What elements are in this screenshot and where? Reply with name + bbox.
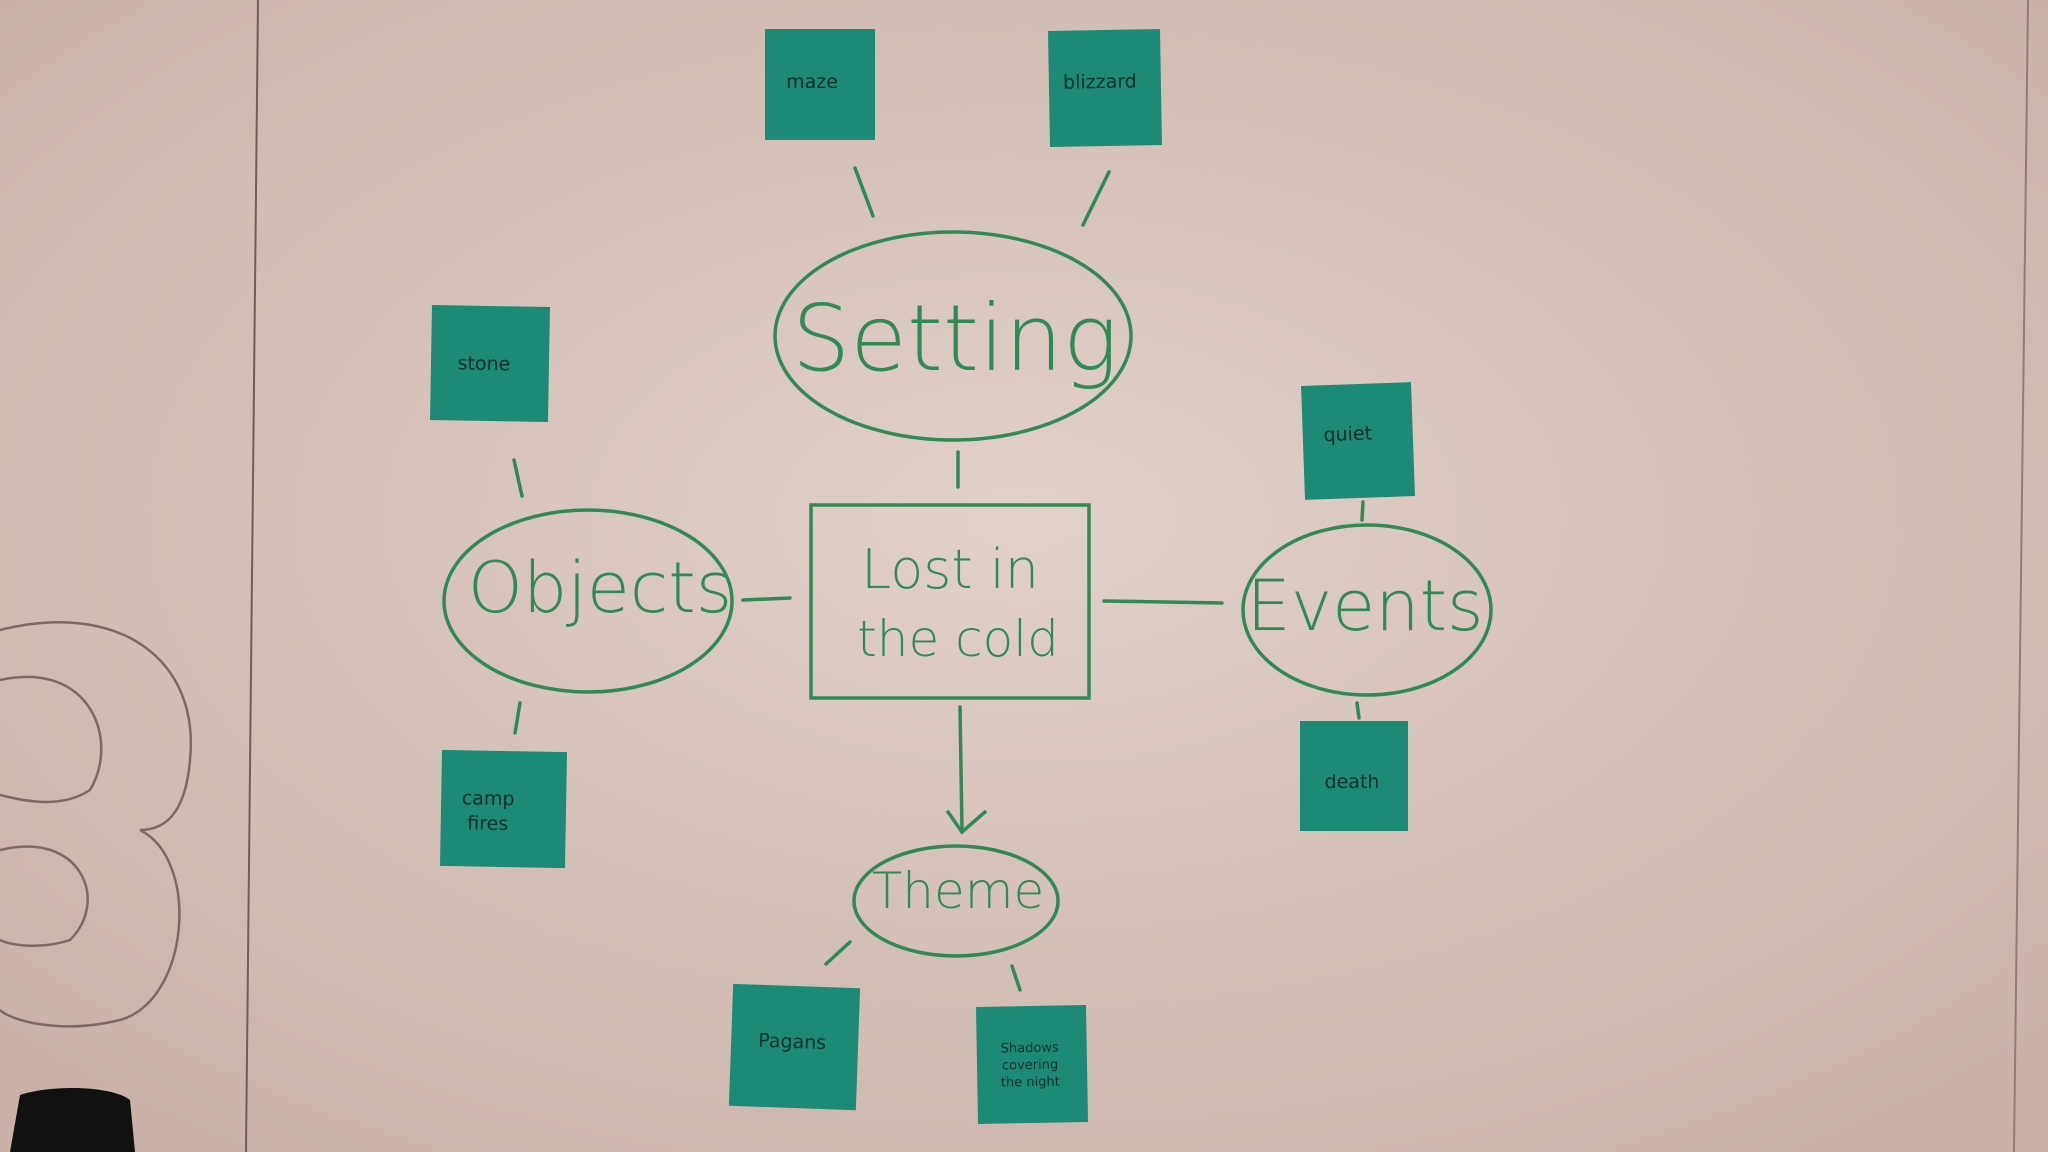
svg-text:death: death — [1325, 771, 1380, 793]
objects-label: Objects — [468, 547, 732, 629]
node-events — [1241, 523, 1493, 697]
center-line-1: Lost in — [861, 538, 1039, 601]
svg-text:covering: covering — [1002, 1058, 1059, 1074]
sticky-blizzard: blizzard — [1047, 29, 1163, 147]
svg-text:camp: camp — [462, 787, 515, 810]
svg-text:Shadows: Shadows — [1001, 1041, 1060, 1057]
svg-text:fires: fires — [467, 812, 508, 835]
board-edge-right — [2013, 0, 2029, 1152]
svg-text:maze: maze — [786, 71, 838, 93]
svg-text:stone: stone — [457, 352, 510, 375]
center-box — [809, 503, 1091, 700]
sticky-pagans: Pagans — [728, 983, 861, 1111]
sticky-maze: maze — [765, 29, 875, 140]
theme-label: Theme — [872, 862, 1044, 920]
node-theme — [852, 844, 1060, 958]
node-objects — [442, 508, 734, 694]
events-label: Events — [1246, 565, 1483, 647]
svg-text:blizzard: blizzard — [1063, 70, 1137, 93]
svg-text:quiet: quiet — [1323, 423, 1372, 447]
dark-object — [10, 1088, 135, 1152]
board-edge-left — [245, 0, 259, 1152]
sticky-quiet: quiet — [1301, 382, 1415, 500]
sticky-shadows: Shadows covering the night — [975, 1005, 1089, 1124]
svg-text:Pagans: Pagans — [758, 1030, 827, 1054]
sticky-death: death — [1300, 721, 1408, 831]
center-line-2: the cold — [857, 610, 1059, 668]
node-setting — [773, 230, 1133, 442]
sticky-camp-fires: camp fires — [439, 749, 568, 869]
sticky-stone: stone — [429, 304, 550, 423]
connectors — [512, 166, 1365, 992]
erased-scribble — [0, 621, 193, 1028]
setting-label: Setting — [792, 285, 1118, 392]
svg-text:the night: the night — [1001, 1075, 1060, 1091]
